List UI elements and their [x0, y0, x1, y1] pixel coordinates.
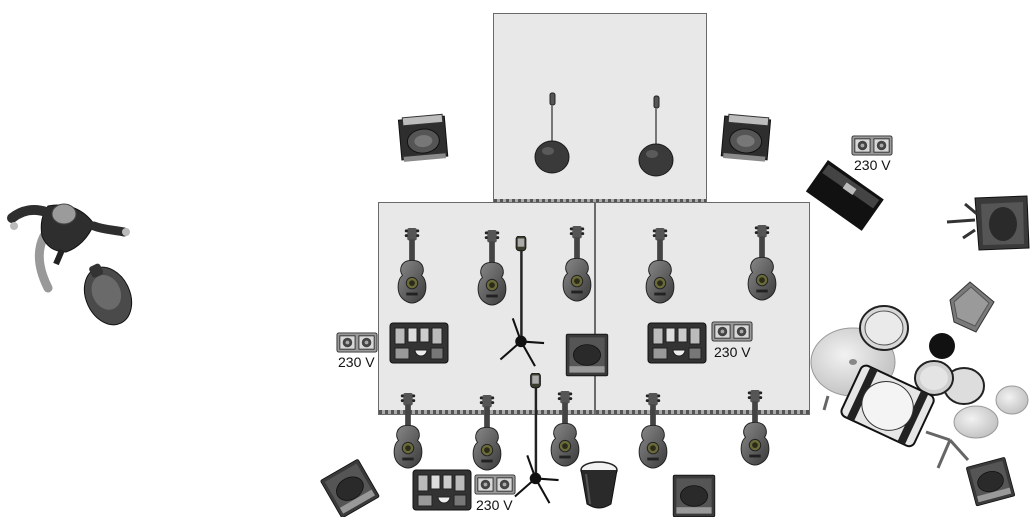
drum-kit-icon[interactable]: [808, 300, 1030, 478]
conga-drum-icon[interactable]: [578, 460, 620, 512]
riser-top: [493, 13, 707, 204]
guitar-icon[interactable]: [392, 228, 432, 304]
power-outlet-icon: [851, 135, 893, 156]
amplifier-icon[interactable]: [799, 156, 890, 235]
guitar-icon[interactable]: [557, 226, 597, 302]
cajon-icon[interactable]: [946, 280, 998, 338]
guitar-icon[interactable]: [633, 393, 673, 469]
guitar-icon[interactable]: [735, 390, 775, 466]
guitar-icon[interactable]: [388, 393, 428, 469]
pedalboard-icon[interactable]: [646, 322, 708, 364]
microphone-stand-icon[interactable]: [532, 92, 572, 174]
pedalboard-icon[interactable]: [389, 322, 449, 364]
wedge-monitor-icon[interactable]: [670, 472, 720, 517]
amplifier-icon[interactable]: [945, 190, 1030, 260]
outlet-label: 230 V: [476, 497, 513, 513]
power-outlet-icon: [711, 321, 753, 342]
pedalboard-icon[interactable]: [412, 469, 472, 511]
guitar-icon[interactable]: [467, 395, 507, 471]
musician-figure-icon: [7, 203, 133, 326]
guitar-icon[interactable]: [640, 228, 680, 304]
outlet-label: 230 V: [338, 354, 375, 370]
outlet-label: 230 V: [854, 157, 891, 173]
wedge-monitor-icon[interactable]: [319, 458, 381, 517]
wedge-monitor-icon[interactable]: [563, 330, 611, 380]
outlet-label: 230 V: [714, 344, 751, 360]
boom-mic-stand-icon[interactable]: [486, 236, 556, 376]
riser-right: [595, 202, 810, 415]
guitar-icon[interactable]: [742, 225, 782, 301]
wedge-monitor-icon[interactable]: [397, 112, 450, 163]
power-outlet-icon: [336, 332, 378, 353]
microphone-stand-icon[interactable]: [636, 95, 676, 177]
wedge-monitor-icon[interactable]: [720, 112, 773, 163]
power-outlet-icon: [474, 474, 516, 495]
